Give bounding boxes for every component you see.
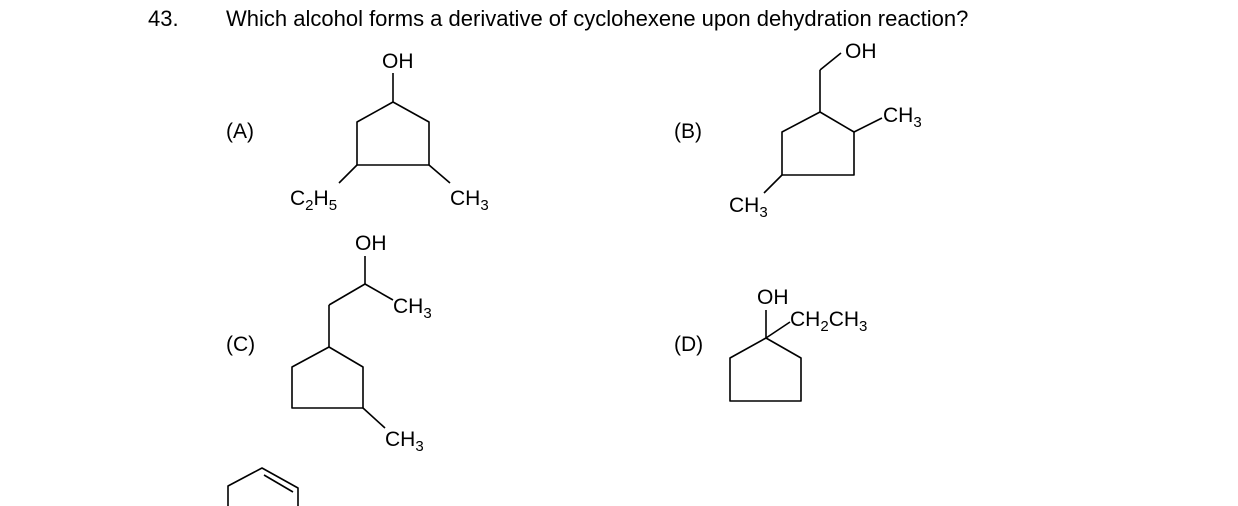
structure-b-methyl2-label: CH3 [729,194,768,221]
structure-c-cyclopentane-ring [291,346,364,409]
structure-b-methyl1-bond [853,117,883,133]
structure-c-methyl2-bond [362,407,386,429]
cyclohexene-ring-partial [227,467,299,506]
structure-c-chain-bond-1 [328,283,366,306]
structure-b-methyl2-bond [763,174,783,194]
structure-b-ch2oh-bond-1 [819,52,842,71]
structure-a-methyl-bond [428,164,451,184]
cyclohexene-partial [227,467,299,506]
structure-b[interactable]: OH CH3 CH3 [729,40,922,221]
structure-c-methyl2-label: CH3 [385,428,424,455]
structure-a[interactable]: OH C2H5 CH3 [290,50,489,214]
structure-d[interactable]: OH CH2CH3 [729,286,867,402]
option-b-label[interactable]: (B) [674,120,702,143]
structure-d-ethyl-label: CH2CH3 [790,308,867,335]
structure-c-oh-label: OH [355,232,387,255]
structure-b-cyclopentane-ring [781,111,855,176]
structure-a-oh-label: OH [382,50,414,73]
structure-c[interactable]: OH CH3 CH3 [291,232,432,455]
structure-d-oh-label: OH [757,286,789,309]
option-c-label[interactable]: (C) [226,333,256,356]
structure-d-ethyl-bond [765,321,791,339]
structure-b-oh-label: OH [845,40,877,63]
question-number: 43. [148,6,179,31]
structure-b-methyl1-label: CH3 [883,104,922,131]
structure-a-methyl-label: CH3 [450,187,489,214]
structure-c-methyl1-bond [364,283,394,301]
structure-a-ethyl-bond [338,164,358,184]
structure-c-methyl1-label: CH3 [393,295,432,322]
option-a-label[interactable]: (A) [226,120,254,143]
option-d-label[interactable]: (D) [674,333,704,356]
structure-a-ethyl-label: C2H5 [290,187,337,214]
question-text: Which alcohol forms a derivative of cycl… [226,6,969,31]
structure-a-cyclopentane-ring [356,101,430,166]
structure-d-cyclopentane-ring [729,337,802,402]
cyclohexene-double-bond [263,474,294,493]
